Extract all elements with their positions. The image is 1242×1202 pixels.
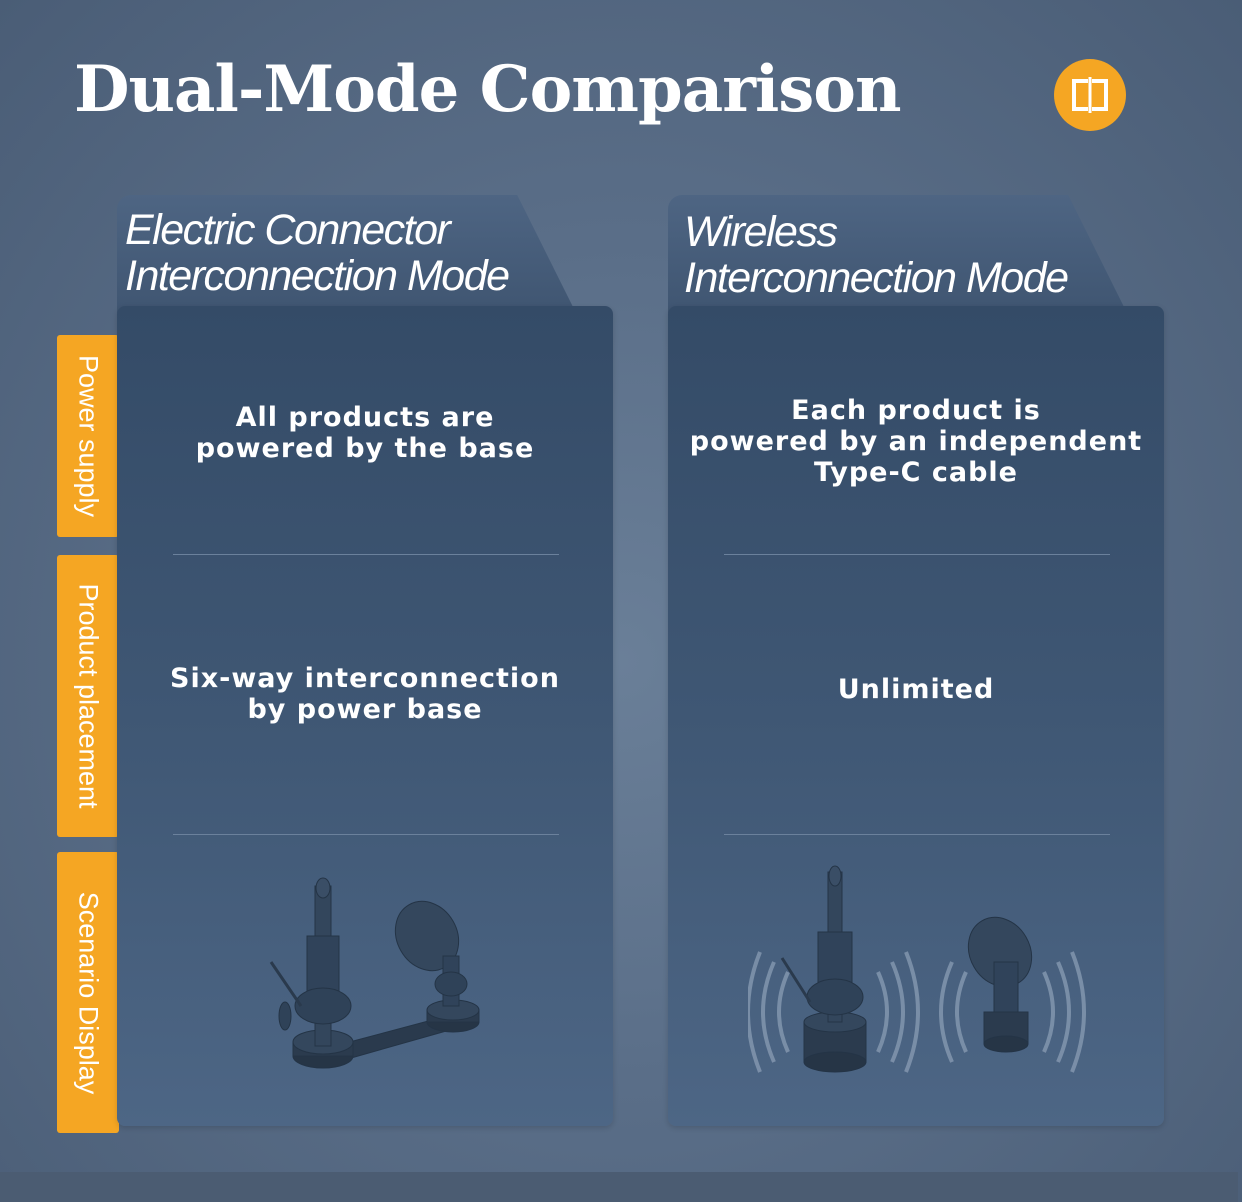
row-label-product-placement: Product placement <box>57 555 119 837</box>
divider <box>724 834 1110 835</box>
wireless-devices-illustration <box>748 865 1086 1073</box>
split-square-icon <box>1072 77 1108 113</box>
bottom-bar <box>0 1172 1238 1202</box>
placement-text: Unlimited <box>837 674 995 705</box>
page-title: Dual-Mode Comparison <box>74 52 901 127</box>
connected-base-devices-illustration <box>269 877 480 1069</box>
power-supply-text: All products are powered by the base <box>195 402 535 464</box>
divider <box>173 554 559 555</box>
row-label-power-supply: Power supply <box>57 335 119 537</box>
placement-text: Six-way interconnection by power base <box>170 663 560 725</box>
logo <box>1054 59 1126 131</box>
row-label-scenario-display: Scenario Display <box>57 852 119 1133</box>
column-heading-wireless: Wireless Interconnection Mode <box>668 195 1128 315</box>
power-supply-text: Each product is powered by an independen… <box>689 395 1143 488</box>
heading-line: Electric Connector <box>125 206 451 254</box>
electric-mode-panel: All products are powered by the base Six… <box>117 306 613 1126</box>
heading-line: Wireless <box>684 208 838 256</box>
heading-line: Interconnection Mode <box>684 254 1069 302</box>
wireless-mode-panel: Each product is powered by an independen… <box>668 306 1164 1126</box>
column-heading-electric: Electric Connector Interconnection Mode <box>117 195 577 315</box>
heading-line: Interconnection Mode <box>125 252 510 300</box>
divider <box>173 834 559 835</box>
divider <box>724 554 1110 555</box>
